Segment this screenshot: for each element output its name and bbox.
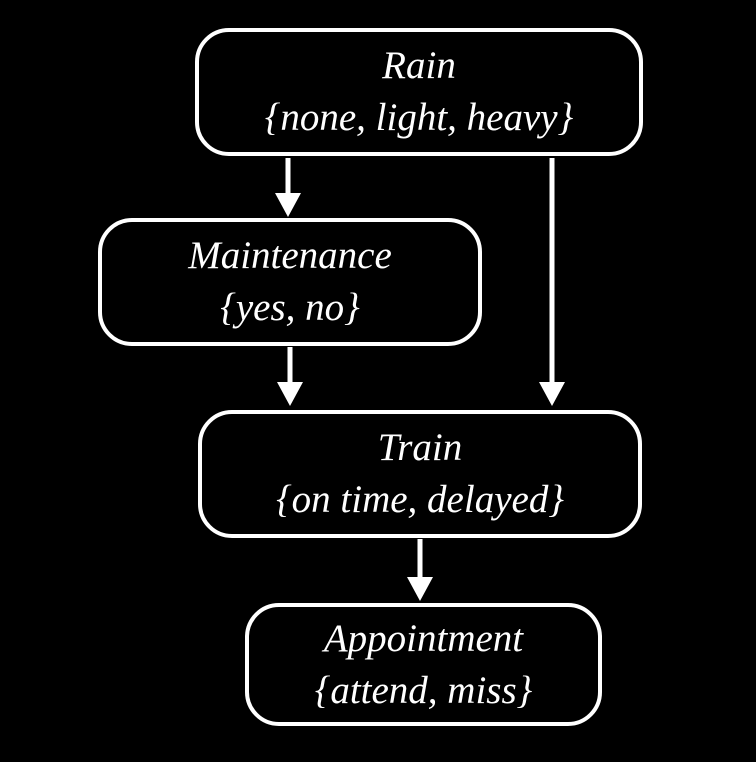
node-maintenance-domain: {yes, no} — [220, 286, 360, 329]
edge-maintenance-to-train — [277, 347, 303, 406]
node-maintenance: Maintenance {yes, no} — [98, 218, 482, 346]
edge-rain-to-train — [539, 158, 565, 406]
edge-train-to-appointment — [407, 539, 433, 601]
node-rain-label: Rain — [382, 44, 456, 87]
edge-rain-to-maintenance — [275, 158, 301, 217]
node-maintenance-label: Maintenance — [188, 234, 392, 277]
node-train-domain: {on time, delayed} — [276, 478, 564, 521]
node-appointment-domain: {attend, miss} — [314, 668, 533, 712]
node-train: Train {on time, delayed} — [198, 410, 642, 538]
node-appointment-label: Appointment — [323, 616, 524, 660]
node-rain-domain: {none, light, heavy} — [264, 96, 574, 139]
node-appointment: Appointment {attend, miss} — [245, 603, 602, 726]
node-rain: Rain {none, light, heavy} — [195, 28, 643, 156]
node-train-label: Train — [377, 426, 463, 469]
